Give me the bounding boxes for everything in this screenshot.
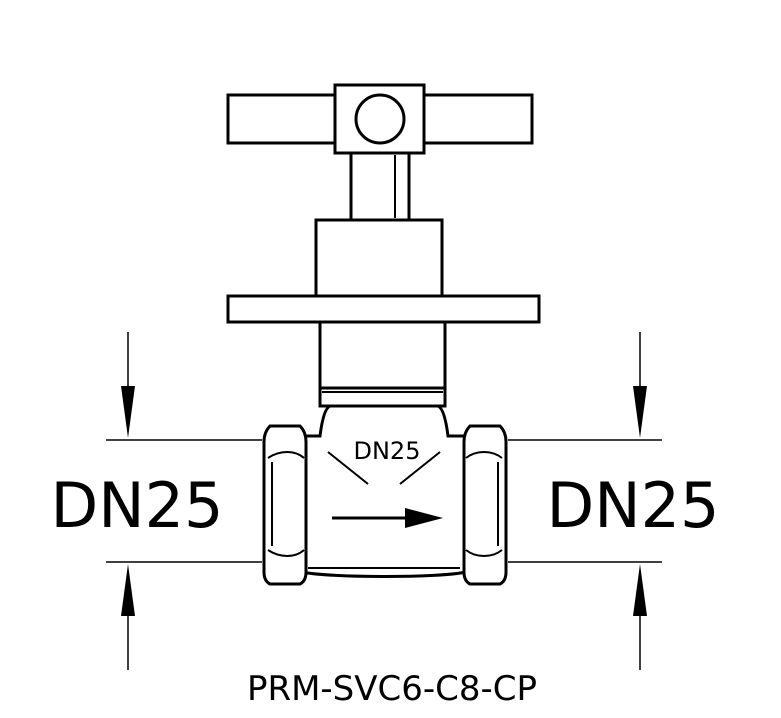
right-hex-facet-top <box>465 451 503 459</box>
flow-arrow-icon <box>405 508 443 528</box>
valve-body <box>300 404 468 578</box>
right-dim-arrow-down-icon <box>633 386 647 438</box>
handle-hub-hole <box>354 93 406 145</box>
left-hex-facet-bottom <box>267 549 305 557</box>
bonnet-upper <box>314 218 444 298</box>
bonnet-collar <box>318 386 447 408</box>
right-hex-nut <box>462 424 508 586</box>
left-dim-arrow-up-icon <box>121 564 135 616</box>
right-hex-facet-bottom <box>465 549 503 557</box>
left-dimension-label: DN25 <box>50 469 223 542</box>
spindle <box>349 151 411 222</box>
bonnet-lower <box>318 320 447 390</box>
left-dim-arrow-down-icon <box>121 386 135 438</box>
body-size-label: DN25 <box>354 437 421 465</box>
left-hex-nut <box>262 424 308 586</box>
left-hex-facet-top <box>267 451 305 459</box>
model-code: PRM-SVC6-C8-CP <box>247 669 537 709</box>
right-dim-arrow-up-icon <box>633 564 647 616</box>
right-dimension-label: DN25 <box>546 469 719 542</box>
inner-chamfer-right <box>399 451 441 485</box>
cover-plate <box>226 294 541 324</box>
inner-chamfer-left <box>327 451 369 485</box>
